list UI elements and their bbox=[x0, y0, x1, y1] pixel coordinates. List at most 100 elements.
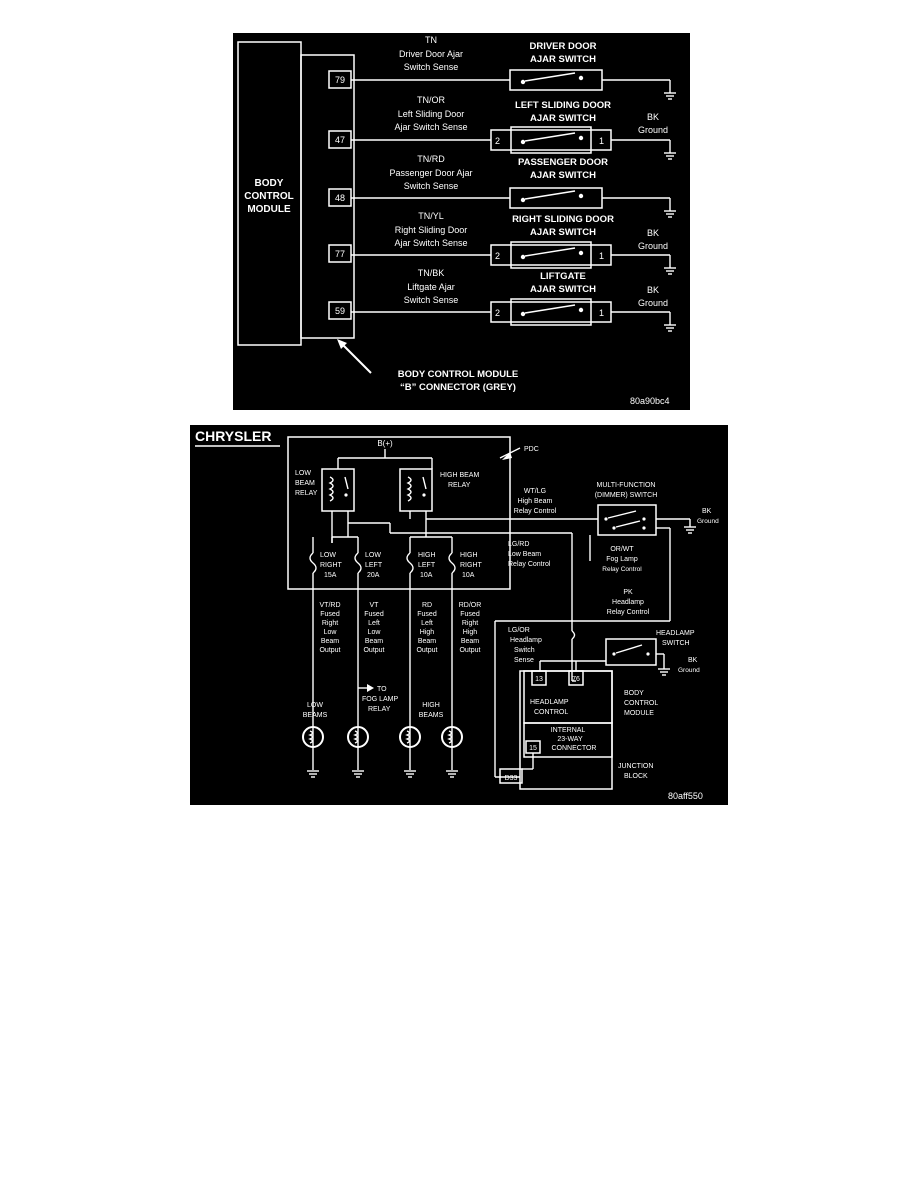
svg-text:PK: PK bbox=[623, 589, 633, 596]
svg-text:Low: Low bbox=[324, 629, 338, 636]
high-beam-control-wire: WT/LG High Beam Relay Control bbox=[426, 488, 598, 520]
svg-text:JUNCTION: JUNCTION bbox=[618, 763, 653, 770]
svg-text:BK: BK bbox=[647, 228, 659, 238]
bcm-label-2: CONTROL bbox=[244, 191, 293, 202]
lamp-low-right bbox=[302, 726, 324, 778]
svg-text:RIGHT: RIGHT bbox=[460, 562, 483, 569]
svg-text:Beam: Beam bbox=[461, 638, 479, 645]
svg-text:Switch Sense: Switch Sense bbox=[404, 295, 459, 305]
svg-text:13: 13 bbox=[535, 676, 543, 683]
bplus-label: B(+) bbox=[377, 439, 393, 448]
svg-text:DRIVER DOOR: DRIVER DOOR bbox=[529, 41, 596, 52]
svg-text:79: 79 bbox=[335, 75, 345, 85]
output-vt: VT Fused Left Low Beam Output bbox=[363, 602, 384, 654]
low-beams-label-2: BEAMS bbox=[303, 712, 328, 719]
svg-text:CONNECTOR: CONNECTOR bbox=[552, 745, 597, 752]
svg-text:RELAY: RELAY bbox=[448, 482, 471, 489]
svg-text:Output: Output bbox=[319, 647, 340, 654]
svg-text:76: 76 bbox=[572, 676, 580, 683]
svg-text:MODULE: MODULE bbox=[624, 710, 654, 717]
multi-function-switch: MULTI-FUNCTION (DIMMER) SWITCH BK Ground… bbox=[589, 482, 719, 621]
circuit-passenger-door: TN/RD Passenger Door Ajar Switch Sense P… bbox=[351, 154, 676, 218]
svg-text:47: 47 bbox=[335, 135, 345, 145]
svg-text:Ajar Switch Sense: Ajar Switch Sense bbox=[394, 122, 467, 132]
svg-text:59: 59 bbox=[335, 306, 345, 316]
pdc-box bbox=[287, 436, 511, 590]
svg-text:Beam: Beam bbox=[365, 638, 383, 645]
svg-text:10A: 10A bbox=[420, 572, 433, 579]
svg-text:RELAY: RELAY bbox=[295, 490, 318, 497]
svg-text:Beam: Beam bbox=[418, 638, 436, 645]
svg-text:Fog Lamp: Fog Lamp bbox=[606, 556, 638, 563]
svg-text:Switch Sense: Switch Sense bbox=[404, 181, 459, 191]
svg-text:Fused: Fused bbox=[417, 611, 437, 618]
bcm-connector-strip bbox=[300, 54, 355, 339]
pin-79: 79 bbox=[328, 70, 352, 89]
svg-text:PASSENGER DOOR: PASSENGER DOOR bbox=[518, 157, 608, 168]
svg-text:Relay Control: Relay Control bbox=[514, 508, 557, 515]
door-ajar-svg: BODY CONTROL MODULE 79 47 48 77 59 TN Dr… bbox=[237, 35, 676, 406]
svg-text:2: 2 bbox=[495, 136, 500, 146]
svg-text:LOW: LOW bbox=[320, 552, 336, 559]
svg-text:TN/BK: TN/BK bbox=[418, 268, 445, 278]
svg-text:15A: 15A bbox=[324, 572, 337, 579]
svg-text:CONTROL: CONTROL bbox=[624, 700, 658, 707]
svg-text:HIGH: HIGH bbox=[418, 552, 436, 559]
svg-text:AJAR SWITCH: AJAR SWITCH bbox=[530, 113, 596, 124]
svg-text:Left Sliding Door: Left Sliding Door bbox=[398, 109, 465, 119]
pin-48: 48 bbox=[328, 188, 352, 207]
pin-59: 59 bbox=[328, 301, 352, 320]
svg-text:Right: Right bbox=[462, 620, 478, 627]
high-beam-relay: HIGH BEAM RELAY bbox=[399, 468, 479, 512]
svg-text:Left: Left bbox=[368, 620, 380, 627]
svg-text:WT/LG: WT/LG bbox=[524, 488, 546, 495]
svg-text:Relay Control: Relay Control bbox=[508, 561, 551, 568]
svg-text:Ground: Ground bbox=[678, 667, 700, 674]
svg-text:LG/OR: LG/OR bbox=[508, 627, 530, 634]
svg-text:1: 1 bbox=[599, 308, 604, 318]
svg-text:HEADLAMP: HEADLAMP bbox=[656, 630, 695, 637]
svg-text:(DIMMER) SWITCH: (DIMMER) SWITCH bbox=[595, 492, 658, 499]
svg-text:Ground: Ground bbox=[638, 298, 668, 308]
svg-text:1: 1 bbox=[599, 251, 604, 261]
high-beams-label-2: BEAMS bbox=[419, 712, 444, 719]
output-rd-or: RD/OR Fused Right High Beam Output bbox=[459, 602, 482, 654]
svg-text:VT: VT bbox=[370, 602, 380, 609]
svg-text:VT/RD: VT/RD bbox=[320, 602, 341, 609]
door-ajar-diagram: BODY CONTROL MODULE 79 47 48 77 59 TN Dr… bbox=[233, 33, 690, 410]
svg-text:TN/OR: TN/OR bbox=[417, 95, 445, 105]
svg-text:Right: Right bbox=[322, 620, 338, 627]
svg-text:Fused: Fused bbox=[320, 611, 340, 618]
svg-text:Low Beam: Low Beam bbox=[508, 551, 541, 558]
low-beam-control-wire: LG/RD Low Beam Relay Control bbox=[348, 522, 576, 681]
svg-text:TN/RD: TN/RD bbox=[417, 154, 445, 164]
svg-text:TN/YL: TN/YL bbox=[418, 211, 444, 221]
fog-relay-label-1: TO bbox=[377, 686, 387, 693]
svg-text:Headlamp: Headlamp bbox=[510, 637, 542, 644]
junction-block: 15 D33 INTERNAL 23-WAY CONNECTOR JUNCTIO… bbox=[499, 670, 653, 790]
svg-text:Relay Control: Relay Control bbox=[602, 566, 642, 573]
svg-text:Fused: Fused bbox=[460, 611, 480, 618]
circuit-right-sliding-door: TN/YL Right Sliding Door Ajar Switch Sen… bbox=[351, 211, 676, 275]
svg-text:BK: BK bbox=[647, 285, 659, 295]
svg-text:AJAR SWITCH: AJAR SWITCH bbox=[530, 170, 596, 181]
svg-text:Left: Left bbox=[421, 620, 433, 627]
svg-text:Passenger Door Ajar: Passenger Door Ajar bbox=[389, 168, 472, 178]
lamp-low-left bbox=[347, 726, 369, 778]
svg-text:Output: Output bbox=[363, 647, 384, 654]
output-rd: RD Fused Left High Beam Output bbox=[416, 602, 437, 654]
svg-text:High: High bbox=[463, 629, 478, 636]
low-beams-label-1: LOW bbox=[307, 702, 323, 709]
svg-text:Sense: Sense bbox=[514, 657, 534, 664]
fog-relay-label-2: FOG LAMP bbox=[362, 696, 399, 703]
svg-text:Fused: Fused bbox=[364, 611, 384, 618]
bcm-region: LG/OR Headlamp Switch Sense bbox=[494, 620, 670, 778]
svg-text:2: 2 bbox=[495, 251, 500, 261]
svg-text:Switch: Switch bbox=[514, 647, 535, 654]
svg-text:BK: BK bbox=[688, 657, 698, 664]
circuit-left-sliding-door: TN/OR Left Sliding Door Ajar Switch Sens… bbox=[351, 95, 676, 160]
svg-text:20A: 20A bbox=[367, 572, 380, 579]
headlamp-diagram: CHRYSLER B(+) PDC LOW BEAM RELAY HIGH BE… bbox=[190, 425, 728, 805]
svg-text:15: 15 bbox=[529, 745, 537, 752]
svg-text:AJAR SWITCH: AJAR SWITCH bbox=[530, 54, 596, 65]
